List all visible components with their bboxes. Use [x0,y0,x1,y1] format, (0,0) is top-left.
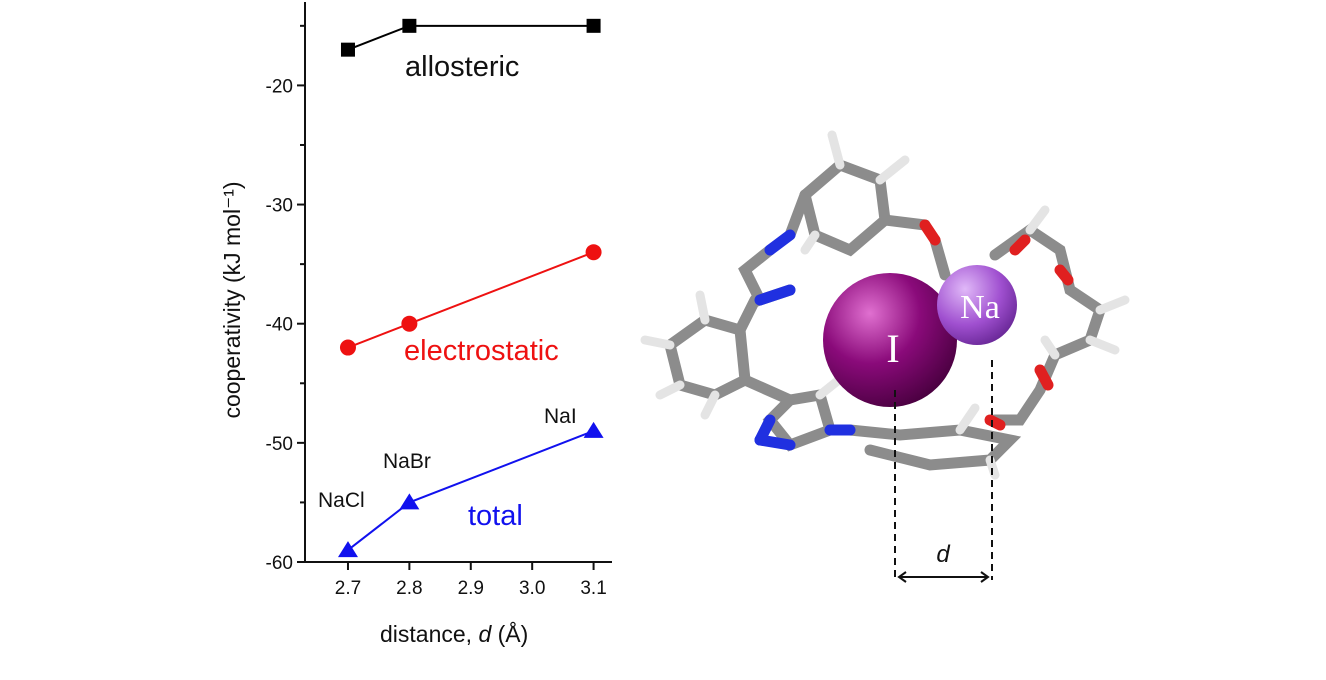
x-tick-label: 2.7 [335,578,361,599]
point-label-nai: NaI [544,405,577,428]
data-point-total [399,493,420,510]
iodide-sphere [823,273,957,407]
cooperativity-chart: -60 -50 -40 -30 -20 2.7 2.8 2.9 3.0 3.1 allosteri… [219,2,612,647]
data-point-electrostatic [585,244,602,261]
x-tick-label: 3.1 [580,578,606,599]
data-point-total [583,421,604,438]
data-point-allosteric [586,18,601,33]
x-axis-label: distance, d (Å) [380,620,528,647]
distance-marker [894,360,993,583]
data-point-allosteric [340,42,355,57]
y-tick-label: -40 [266,315,293,336]
series-line-total [347,430,594,551]
point-label-nabr: NaBr [383,450,431,473]
data-point-electrostatic [401,315,418,332]
series-label-electrostatic: electrostatic [404,335,559,367]
data-point-total [337,541,358,558]
y-tick-label: -50 [266,434,293,455]
distance-label: d [936,541,950,568]
point-label-nacl: NaCl [318,489,365,512]
x-tick-label: 2.9 [458,578,484,599]
y-tick-label: -20 [266,76,293,97]
series-label-total: total [468,500,523,532]
data-point-electrostatic [339,339,356,356]
data-point-allosteric [402,18,417,33]
series-label-allosteric: allosteric [405,51,519,83]
y-tick-label: -60 [266,553,293,574]
iodide-label: I [886,326,899,371]
series-line-allosteric [347,24,594,51]
y-axis-label: cooperativity (kJ mol⁻¹) [219,181,245,418]
sodium-sphere [937,265,1017,345]
y-tick-label: -30 [266,196,293,217]
series-line-electrostatic [347,251,594,349]
sodium-label: Na [960,289,1000,326]
x-tick-label: 3.0 [519,578,545,599]
molecule-bonds [640,130,1130,480]
x-tick-label: 2.8 [396,578,422,599]
